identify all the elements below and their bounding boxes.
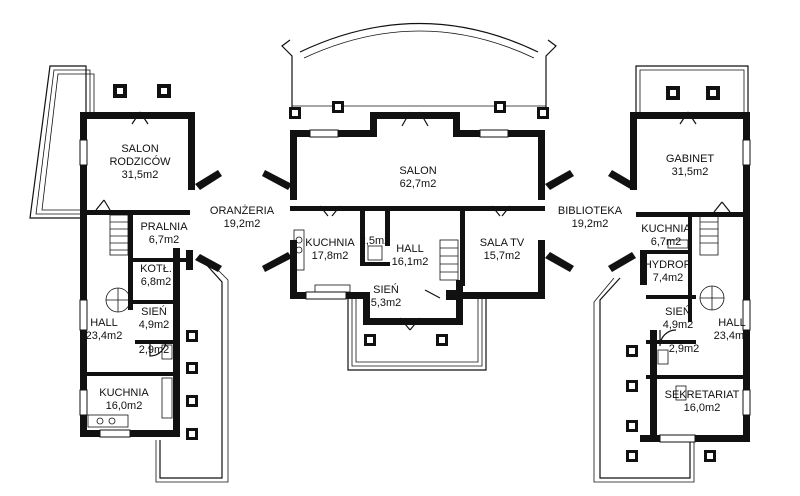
room-area: 5,3m2 — [371, 297, 402, 309]
room-name: BIBLIOTEKA — [558, 205, 623, 217]
room-name: PRALNIA — [140, 221, 188, 233]
room-area: 23,4m2 — [714, 330, 751, 342]
room-area: 16,0m2 — [106, 400, 143, 412]
interior-walls — [80, 206, 746, 380]
fixtures — [87, 229, 689, 428]
doors — [95, 111, 731, 357]
room-area: 15,7m2 — [484, 250, 521, 262]
room-name: KUCHNIA — [99, 387, 149, 399]
room-area: 7,4m2 — [653, 272, 684, 284]
room-area: 17,8m2 — [312, 250, 349, 262]
room-name: HYDROF. — [644, 259, 692, 271]
windows — [79, 129, 751, 443]
room-hydrof: HYDROF.7,4m2 — [644, 259, 692, 284]
room-name: HALL — [718, 317, 746, 329]
room-name: KUCHNIA — [641, 223, 691, 235]
exterior-walls — [80, 112, 750, 442]
room-name: SIEŃ — [373, 283, 399, 296]
room-wc-left: 2,9m2 — [139, 344, 170, 356]
room-wc-right: 2,9m2 — [669, 343, 700, 355]
room-area: 62,7m2 — [400, 178, 437, 190]
room-area: 2,5m2 — [360, 235, 391, 247]
room-area: 19,2m2 — [572, 218, 609, 230]
room-area: 19,2m2 — [224, 218, 261, 230]
room-name: HALL — [396, 243, 424, 255]
room-name: SALA TV — [480, 237, 525, 249]
room-name: HALL — [90, 317, 118, 329]
room-area: 23,4m2 — [86, 330, 123, 342]
room-area: 2,9m2 — [669, 343, 700, 355]
column-posts — [113, 84, 720, 462]
room-area: 16,1m2 — [392, 256, 429, 268]
room-name: SIEŃ — [141, 305, 167, 318]
room-name: ORANŻERIA — [210, 204, 275, 217]
room-area: 6,8m2 — [141, 276, 172, 288]
room-kotl: KOTŁ.6,8m2 — [140, 263, 172, 288]
room-name: RODZICÓW — [109, 155, 171, 168]
room-area: 31,5m2 — [672, 166, 709, 178]
room-area: 6,7m2 — [651, 236, 682, 248]
room-area: 4,9m2 — [139, 319, 170, 331]
room-name: KUCHNIA — [305, 237, 355, 249]
room-area: 6,7m2 — [149, 234, 180, 246]
room-name: GABINET — [666, 153, 715, 165]
room-wc-center: 2,5m2 — [360, 235, 391, 247]
room-name: KOTŁ. — [140, 263, 172, 275]
room-name: SALON — [121, 143, 158, 155]
room-area: 16,0m2 — [684, 402, 721, 414]
room-name: SALON — [399, 165, 436, 177]
room-area: 31,5m2 — [122, 169, 159, 181]
terrace-outlines — [29, 22, 749, 483]
room-area: 4,9m2 — [663, 319, 694, 331]
stairs — [105, 214, 725, 313]
room-area: 2,9m2 — [139, 344, 170, 356]
room-name: SIEŃ — [665, 305, 691, 318]
room-name: SEKRETARIAT — [665, 389, 740, 401]
